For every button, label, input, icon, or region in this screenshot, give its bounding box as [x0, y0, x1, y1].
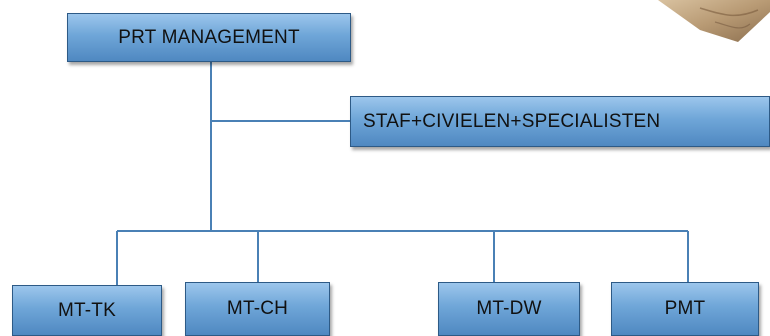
node-label: MT-DW: [476, 298, 542, 319]
node-label: MT-TK: [58, 299, 116, 321]
node-staf-civielen-specialisten: STAF+CIVIELEN+SPECIALISTEN: [350, 96, 770, 147]
node-pmt: PMT: [611, 282, 759, 336]
node-label: STAF+CIVIELEN+SPECIALISTEN: [363, 110, 661, 132]
node-label: MT-CH: [226, 298, 289, 319]
decorative-photo-fragment: [658, 0, 770, 42]
node-label: PRT MANAGEMENT: [118, 26, 300, 48]
node-mt-ch: MT-CH: [185, 282, 330, 336]
node-mt-dw: MT-DW: [438, 282, 580, 336]
node-prt-management: PRT MANAGEMENT: [67, 13, 351, 62]
node-label: PMT: [664, 298, 706, 319]
node-mt-tk: MT-TK: [12, 285, 162, 336]
